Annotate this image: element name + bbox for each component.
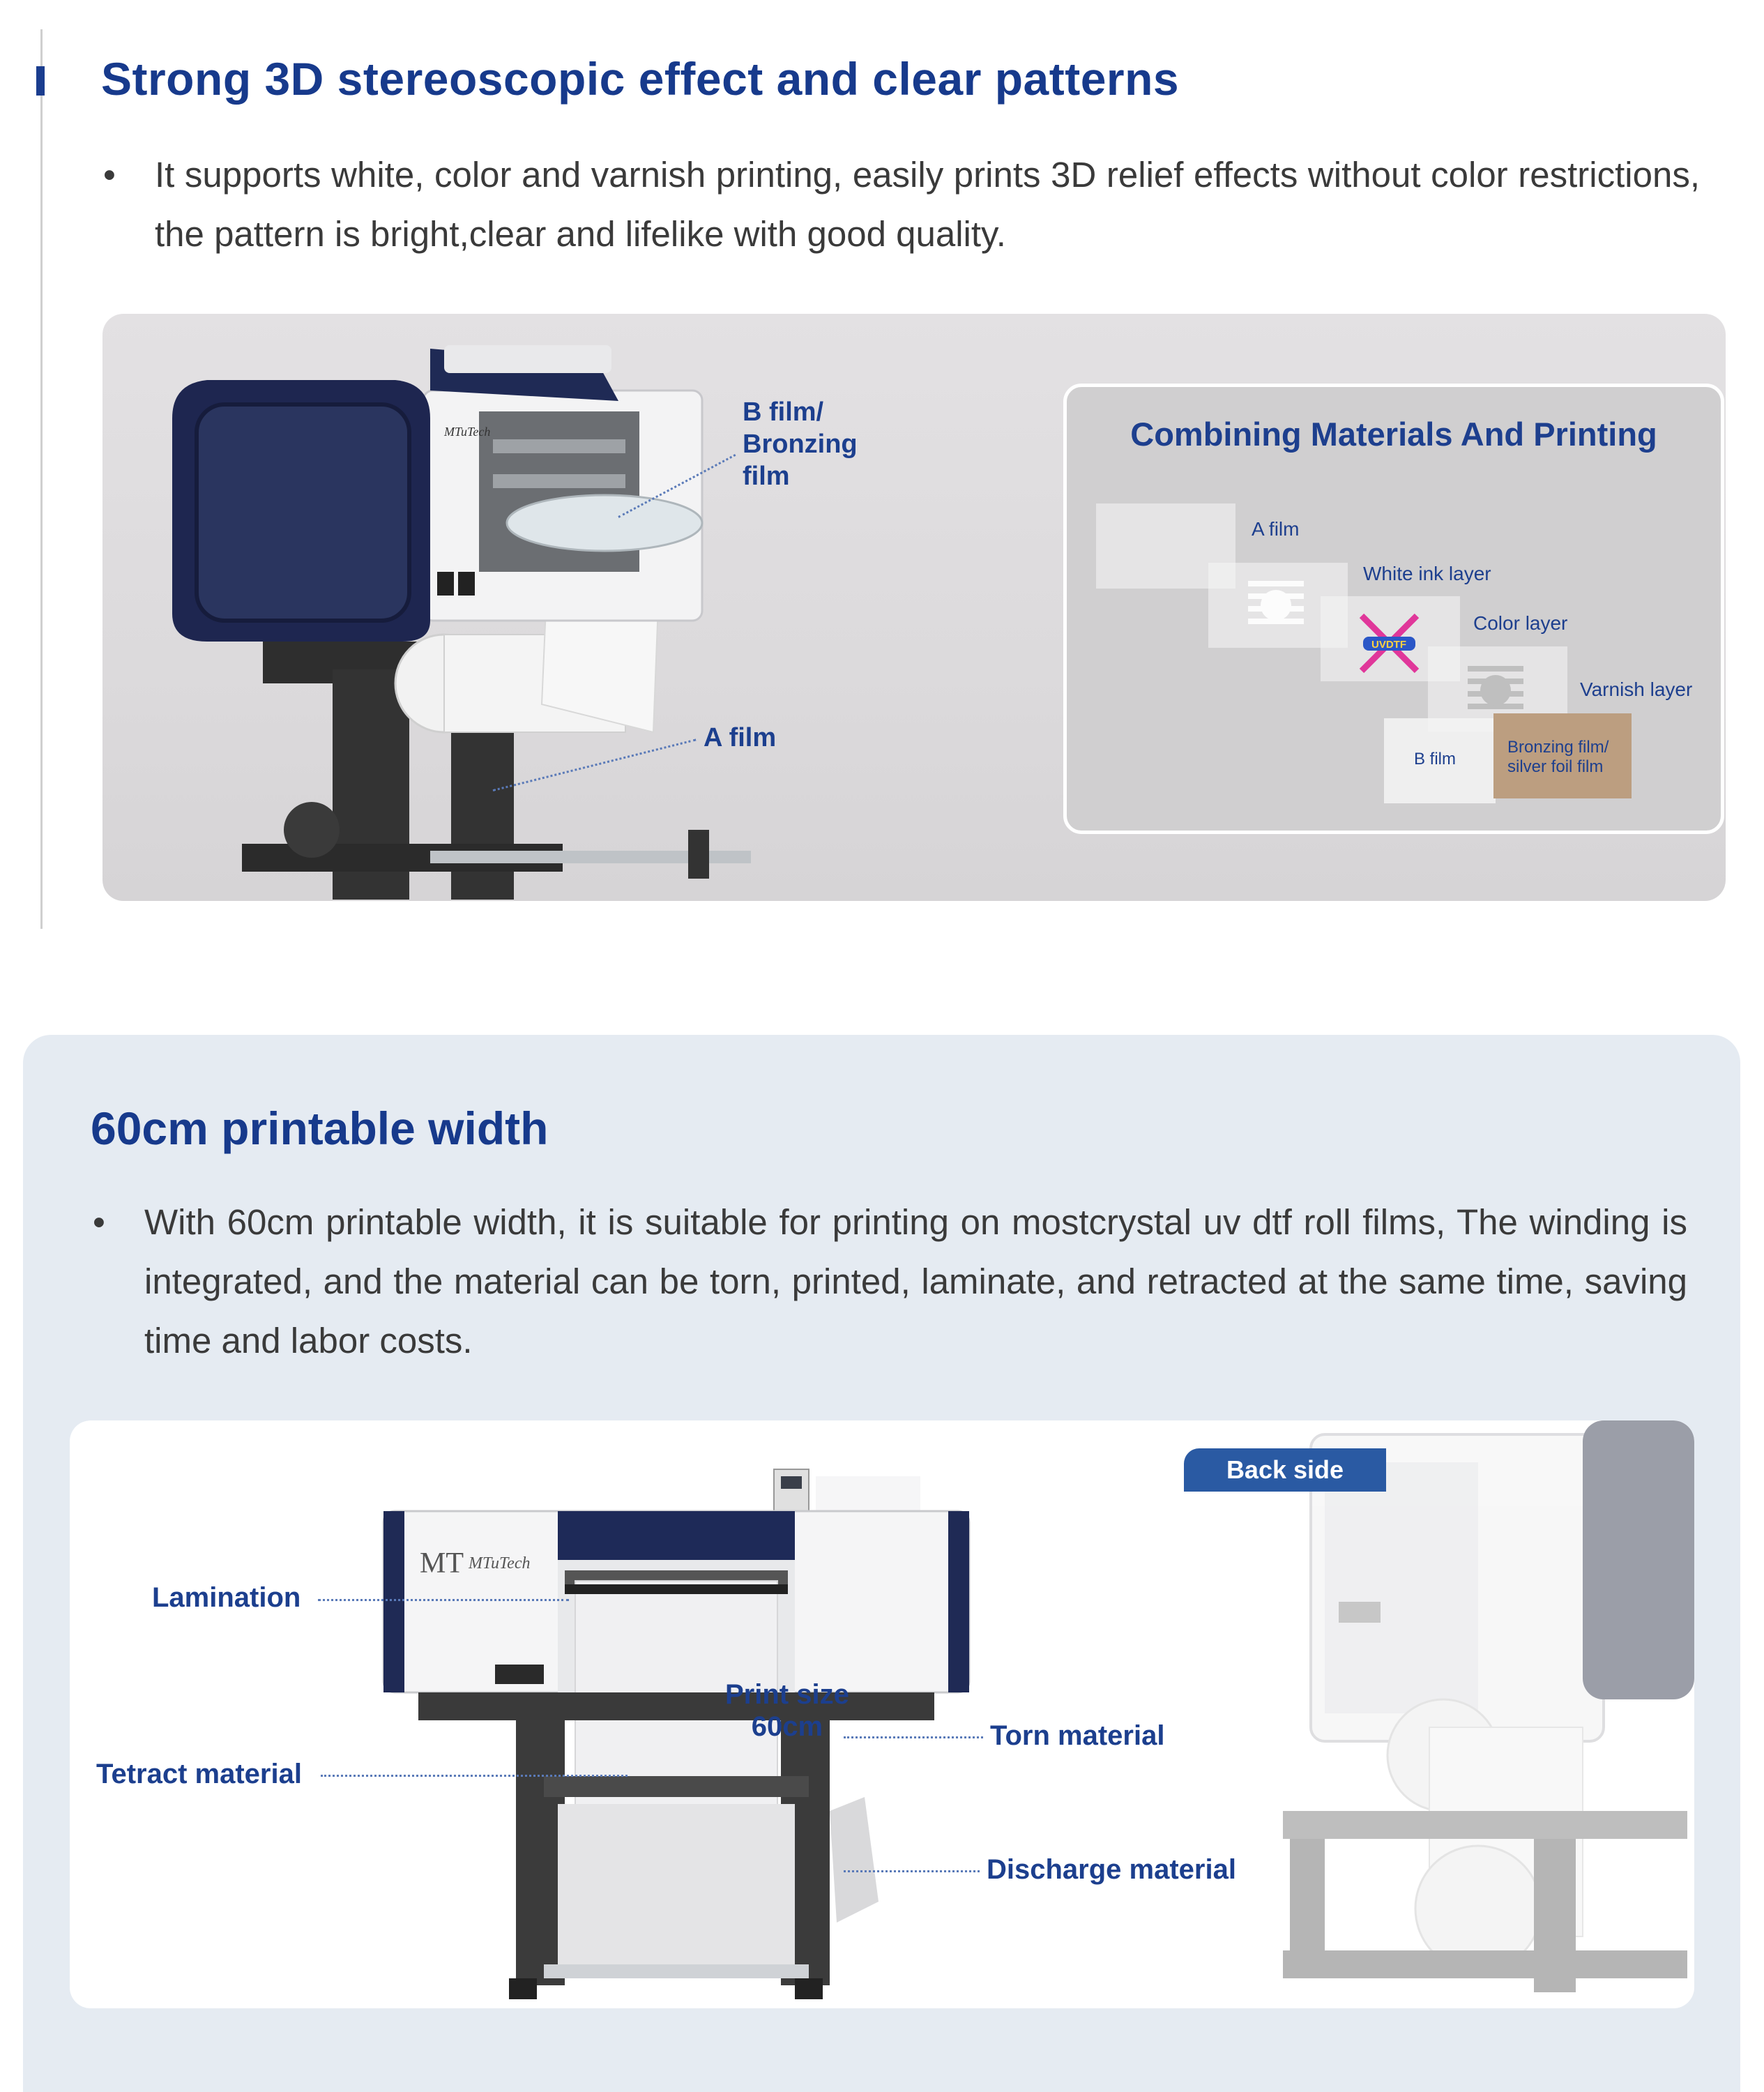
layer-bronzing-film — [1493, 713, 1632, 798]
combo-title: Combining Materials And Printing — [1130, 416, 1657, 453]
label-torn-material: Torn material — [990, 1720, 1165, 1751]
color-pattern-icon: UVDTF — [1359, 613, 1420, 674]
label-tetract-material: Tetract material — [96, 1759, 302, 1789]
callout-b-film-line3: film — [743, 462, 790, 491]
label-lamination: Lamination — [152, 1582, 301, 1613]
printer-front-panel: Back side MT MTuTech Print size 60cm Lam… — [70, 1420, 1694, 2008]
callout-a-film: A film — [704, 723, 777, 752]
layer-label-color: Color layer — [1473, 612, 1568, 634]
uvdtf-logo-text: UVDTF — [1371, 639, 1406, 651]
bronzing-line1: Bronzing film/ — [1507, 738, 1609, 757]
section1-title: Strong 3D stereoscopic effect and clear … — [101, 53, 1180, 105]
section-accent-bar — [36, 66, 45, 96]
printer-front-view-image: MT MTuTech — [382, 1469, 971, 1999]
leader-lamination — [318, 1599, 569, 1601]
layer-label-b-film: B film — [1414, 750, 1456, 768]
label-discharge-material: Discharge material — [987, 1854, 1236, 1885]
feature-panel-3d: MTuTech B film/ Bronzing film A film Com… — [102, 314, 1726, 901]
bullet-marker: • — [103, 155, 116, 195]
section1-bullet-text: It supports white, color and varnish pri… — [155, 155, 1700, 254]
print-size-label: Print size 60cm — [725, 1678, 849, 1743]
section1-bullet: • It supports white, color and varnish p… — [103, 145, 1700, 264]
print-size-line1: Print size — [725, 1679, 849, 1710]
callout-b-film: B film/ Bronzing film — [743, 396, 858, 492]
printer-back-side-image — [1283, 1420, 1694, 1992]
front-brand-name: MTuTech — [468, 1554, 530, 1572]
section2-bullet-text: With 60cm printable width, it is suitabl… — [144, 1202, 1687, 1360]
layer-label-bronzing: Bronzing film/ silver foil film — [1507, 738, 1609, 777]
leader-discharge — [844, 1870, 980, 1872]
section2-title: 60cm printable width — [91, 1102, 549, 1154]
bullet-marker: • — [93, 1202, 105, 1242]
callout-b-film-line2: Bronzing — [743, 430, 858, 459]
layer-label-white-ink: White ink layer — [1363, 563, 1491, 584]
leader-torn — [844, 1736, 983, 1738]
callout-b-film-line1: B film/ — [743, 397, 824, 427]
combining-materials-diagram: Combining Materials And Printing A film … — [1063, 384, 1724, 834]
printer-side-view-image: MTuTech — [172, 345, 751, 900]
bronzing-line2: silver foil film — [1507, 757, 1604, 776]
varnish-pattern-icon — [1468, 666, 1523, 709]
back-side-tag: Back side — [1184, 1448, 1386, 1492]
white-ink-pattern-icon — [1248, 581, 1304, 624]
leader-tetract — [321, 1775, 628, 1777]
print-size-line2: 60cm — [751, 1711, 823, 1742]
layer-label-a-film: A film — [1252, 518, 1300, 540]
section2-bullet: • With 60cm printable width, it is suita… — [93, 1192, 1687, 1370]
layer-b-film — [1384, 718, 1496, 803]
printer-brand-mark: MTuTech — [443, 425, 490, 439]
left-vertical-rule — [40, 29, 43, 929]
front-brand-logo-mark: MT — [420, 1547, 464, 1579]
layer-label-varnish: Varnish layer — [1580, 679, 1693, 700]
